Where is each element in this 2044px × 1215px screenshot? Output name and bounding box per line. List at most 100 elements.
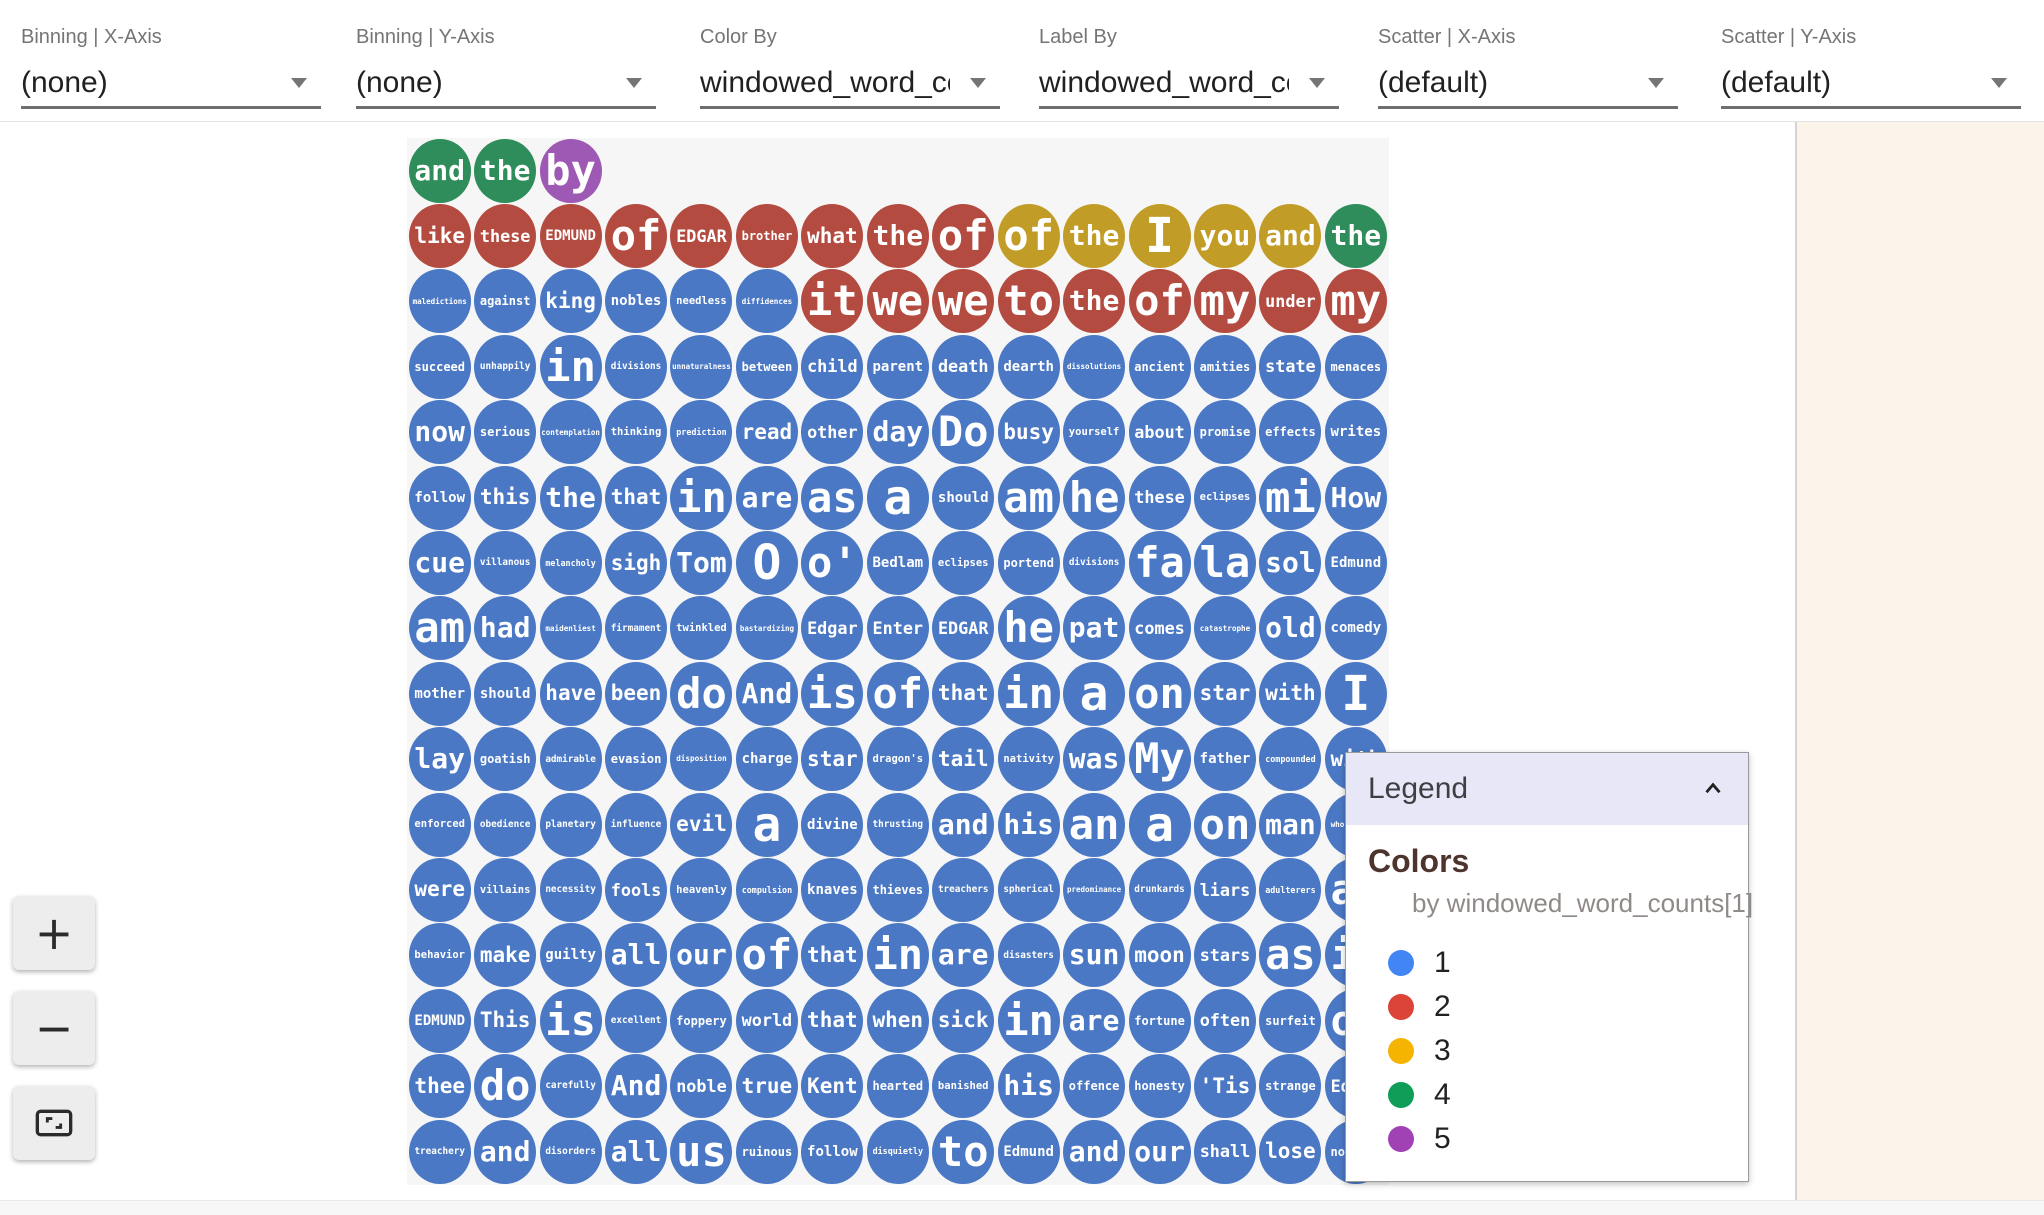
word-bubble[interactable]: is (801, 661, 864, 726)
word-bubble[interactable]: about (1128, 400, 1191, 465)
chevron-down-icon[interactable] (970, 78, 986, 88)
word-bubble[interactable]: a (1128, 792, 1191, 857)
word-bubble[interactable]: EDGAR (932, 596, 995, 661)
word-bubble[interactable]: lay (408, 727, 471, 792)
word-bubble[interactable]: and (932, 792, 995, 857)
word-bubble[interactable]: our (1128, 1119, 1191, 1184)
chevron-down-icon[interactable] (1991, 78, 2007, 88)
word-bubble[interactable]: of (735, 923, 798, 988)
word-bubble[interactable]: divisions (1063, 531, 1126, 596)
word-bubble[interactable]: of (932, 204, 995, 269)
word-bubble[interactable]: adulterers (1259, 857, 1322, 922)
word-bubble[interactable]: moon (1128, 923, 1191, 988)
word-bubble[interactable]: of (997, 204, 1060, 269)
word-bubble[interactable]: like (408, 204, 471, 269)
word-bubble[interactable]: been (605, 661, 668, 726)
word-bubble[interactable]: nobles (605, 269, 668, 334)
word-bubble[interactable]: predominance (1063, 857, 1126, 922)
dropdown-color-by[interactable]: Color By windowed_word_counts[1] (700, 24, 1000, 109)
word-bubble[interactable]: read (735, 400, 798, 465)
chevron-down-icon[interactable] (291, 78, 307, 88)
word-bubble[interactable]: in (997, 988, 1060, 1053)
word-bubble[interactable]: to (932, 1119, 995, 1184)
word-bubble[interactable]: was (1063, 727, 1126, 792)
word-bubble[interactable]: his (997, 1054, 1060, 1119)
dropdown-binning-x-axis[interactable]: Binning | X-Axis (none) (21, 24, 321, 109)
word-bubble[interactable]: strange (1259, 1054, 1322, 1119)
word-bubble[interactable]: knaves (801, 857, 864, 922)
word-bubble[interactable]: are (1063, 988, 1126, 1053)
word-bubble[interactable]: obedience (474, 792, 537, 857)
word-bubble[interactable]: we (866, 269, 929, 334)
word-bubble[interactable]: a (735, 792, 798, 857)
word-bubble[interactable]: excellent (605, 988, 668, 1053)
word-bubble[interactable]: these (1128, 465, 1191, 530)
word-bubble[interactable]: This (474, 988, 537, 1053)
word-bubble[interactable]: other (801, 400, 864, 465)
legend-item[interactable]: 1 (1368, 941, 1726, 985)
word-bubble[interactable]: eclipses (932, 531, 995, 596)
word-bubble[interactable]: divine (801, 792, 864, 857)
word-bubble[interactable]: behavior (408, 923, 471, 988)
word-bubble[interactable]: old (1259, 596, 1322, 661)
word-bubble[interactable]: And (605, 1054, 668, 1119)
word-bubble[interactable]: 'Tis (1193, 1054, 1256, 1119)
word-bubble[interactable]: are (932, 923, 995, 988)
word-bubble[interactable]: fa (1128, 531, 1191, 596)
word-bubble[interactable]: follow (408, 465, 471, 530)
dropdown-label-by[interactable]: Label By windowed_word_counts[1] (1039, 24, 1339, 109)
word-bubble[interactable]: menaces (1324, 334, 1387, 399)
word-bubble[interactable]: should (932, 465, 995, 530)
word-bubble[interactable]: my (1324, 269, 1387, 334)
word-bubble[interactable]: contemplation (539, 400, 602, 465)
word-bubble[interactable]: villains (474, 857, 537, 922)
zoom-out-button[interactable]: − (13, 991, 95, 1065)
word-bubble[interactable]: a (866, 465, 929, 530)
word-bubble[interactable]: death (932, 334, 995, 399)
word-bubble[interactable]: disasters (997, 923, 1060, 988)
chevron-down-icon[interactable] (1648, 78, 1664, 88)
word-bubble[interactable]: Enter (866, 596, 929, 661)
word-bubble[interactable]: star (801, 727, 864, 792)
word-bubble[interactable]: us (670, 1119, 733, 1184)
word-bubble[interactable]: Tom (670, 531, 733, 596)
word-bubble[interactable]: comedy (1324, 596, 1387, 661)
word-bubble[interactable]: the (474, 138, 537, 203)
word-bubble[interactable]: sol (1259, 531, 1322, 596)
word-bubble[interactable]: fools (605, 857, 668, 922)
word-bubble[interactable]: the (539, 465, 602, 530)
word-bubble[interactable]: what (801, 204, 864, 269)
word-bubble[interactable]: it (801, 269, 864, 334)
word-bubble[interactable]: the (866, 204, 929, 269)
word-bubble[interactable]: all (605, 923, 668, 988)
word-bubble[interactable]: needless (670, 269, 733, 334)
word-bubble[interactable]: am (997, 465, 1060, 530)
word-bubble[interactable]: amities (1193, 334, 1256, 399)
word-bubble[interactable]: parent (866, 334, 929, 399)
word-bubble[interactable]: stars (1193, 923, 1256, 988)
fit-to-screen-button[interactable] (13, 1086, 95, 1160)
word-bubble[interactable]: sun (1063, 923, 1126, 988)
word-bubble[interactable]: ancient (1128, 334, 1191, 399)
word-bubble[interactable]: in (866, 923, 929, 988)
word-bubble[interactable]: I (1128, 204, 1191, 269)
word-bubble[interactable]: villanous (474, 531, 537, 596)
word-bubble[interactable]: banished (932, 1054, 995, 1119)
word-bubble[interactable]: disquietly (866, 1119, 929, 1184)
word-bubble[interactable]: this (474, 465, 537, 530)
word-bubble[interactable]: lose (1259, 1119, 1322, 1184)
word-bubble[interactable]: Edgar (801, 596, 864, 661)
word-bubble[interactable]: maidenliest (539, 596, 602, 661)
word-bubble[interactable]: admirable (539, 727, 602, 792)
word-bubble[interactable]: And (735, 661, 798, 726)
word-bubble[interactable]: thinking (605, 400, 668, 465)
word-bubble[interactable]: all (605, 1119, 668, 1184)
word-bubble[interactable]: EDMUND (408, 988, 471, 1053)
word-bubble[interactable]: enforced (408, 792, 471, 857)
word-bubble[interactable]: serious (474, 400, 537, 465)
word-bubble[interactable]: drunkards (1128, 857, 1191, 922)
word-bubble[interactable]: on (1193, 792, 1256, 857)
word-bubble[interactable]: compounded (1259, 727, 1322, 792)
word-bubble[interactable]: to (997, 269, 1060, 334)
word-bubble[interactable]: carefully (539, 1054, 602, 1119)
